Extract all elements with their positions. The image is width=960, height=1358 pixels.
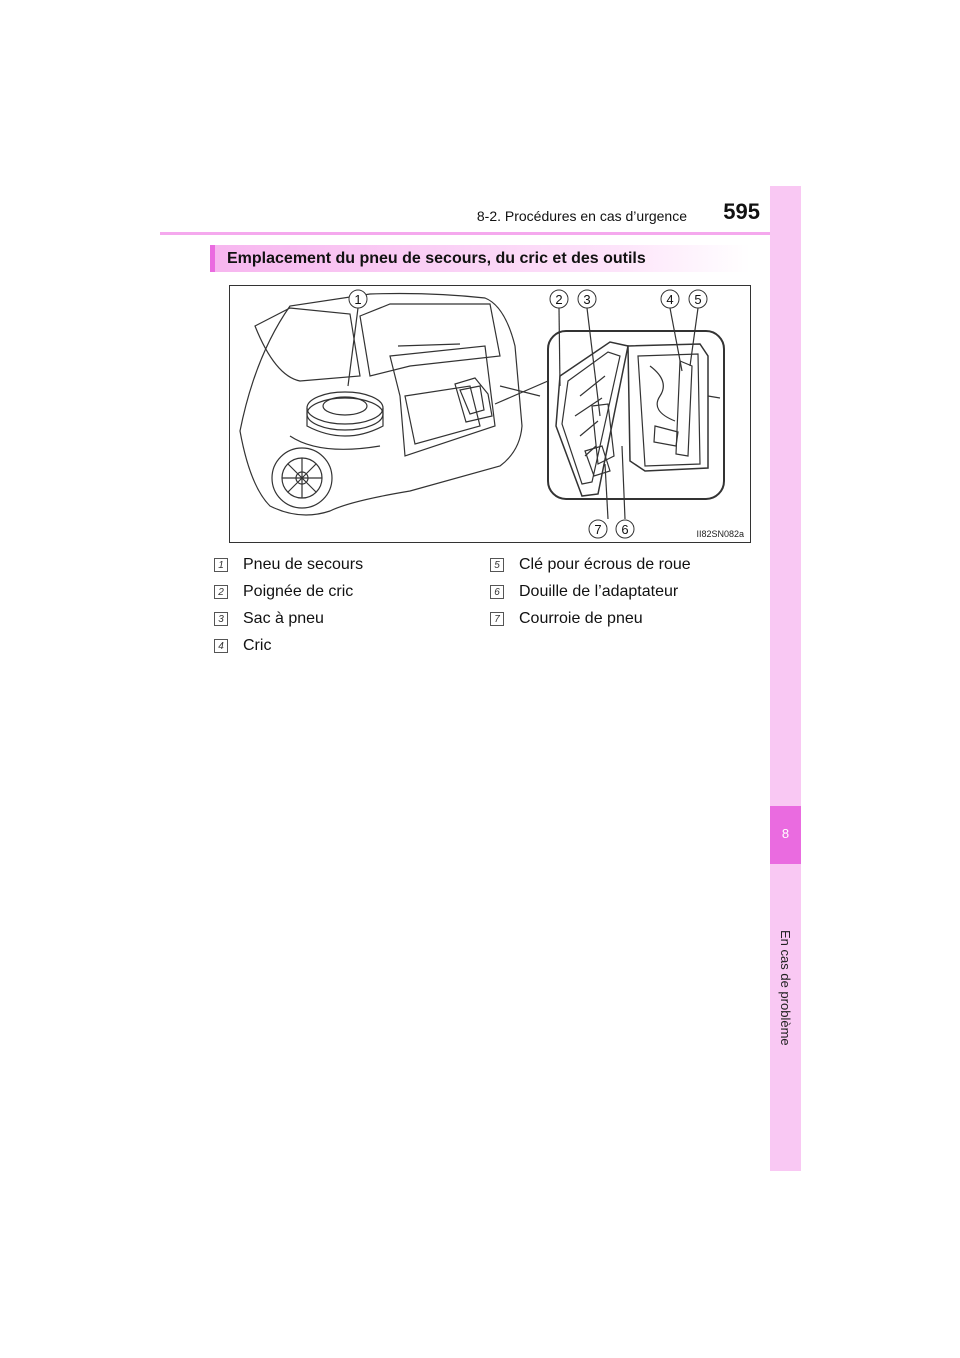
- legend-label: Pneu de secours: [243, 556, 364, 573]
- chapter-number-box: [770, 806, 801, 864]
- legend-label: Douille de l’adaptateur: [519, 583, 679, 600]
- callout-1-circle: [348, 289, 368, 309]
- header-divider: [160, 232, 800, 235]
- legend-number: 4: [214, 639, 228, 653]
- legend-label: Poignée de cric: [243, 583, 354, 600]
- legend-number: 3: [214, 612, 228, 626]
- callout-4-circle: [660, 289, 680, 309]
- callout-3: 3: [583, 292, 590, 307]
- section-title: 8-2. Procédures en cas d’urgence: [476, 208, 687, 224]
- callout-4: 4: [666, 292, 673, 307]
- callout-7: 7: [594, 522, 601, 537]
- callout-6-circle: [615, 519, 635, 539]
- legend-label: Clé pour écrous de roue: [519, 556, 691, 573]
- chapter-title: En cas de problème: [778, 930, 793, 1046]
- figure-code: II82SN082a: [696, 529, 744, 539]
- vehicle-drawing: 1 2 3 4 5 6 7: [239, 289, 725, 539]
- chapter-side-tab: [770, 186, 801, 1171]
- section-heading: Emplacement du pneu de secours, du cric …: [210, 245, 750, 272]
- legend-number: 5: [490, 558, 504, 572]
- chapter-number: 8: [781, 826, 790, 841]
- spare-tire-illustration: 1 2 3 4 5 6 7 II82SN082a: [229, 285, 751, 543]
- legend-label: Courroie de pneu: [519, 610, 643, 627]
- callout-2: 2: [555, 292, 562, 307]
- page-number: 595: [723, 199, 760, 224]
- legend-number: 7: [490, 612, 504, 626]
- callout-3-circle: [577, 289, 597, 309]
- callout-6: 6: [621, 522, 628, 537]
- legend-number: 6: [490, 585, 504, 599]
- legend-label: Sac à pneu: [243, 610, 324, 627]
- callout-2-circle: [549, 289, 569, 309]
- legend-label: Cric: [243, 637, 272, 654]
- callout-1: 1: [354, 292, 361, 307]
- callout-5: 5: [694, 292, 701, 307]
- legend-number: 1: [214, 558, 228, 572]
- legend-number: 2: [214, 585, 228, 599]
- callout-5-circle: [688, 289, 708, 309]
- callout-7-circle: [588, 519, 608, 539]
